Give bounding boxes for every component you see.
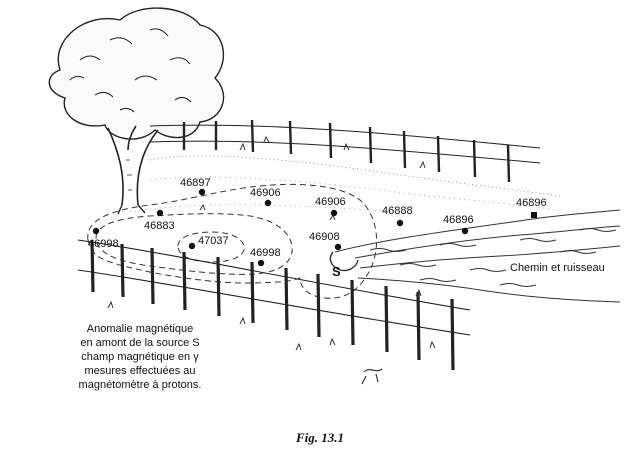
measurement-point	[92, 227, 100, 235]
measurement-value: 46883	[144, 220, 175, 232]
measurement-value: 46896	[443, 214, 474, 226]
measurement-point	[461, 227, 469, 235]
outer-contour	[87, 183, 378, 299]
source-label: S	[332, 264, 341, 279]
figure-label: Fig. 13.1	[295, 430, 345, 445]
measurement-point	[264, 199, 272, 207]
caption: Anomalie magnétique en amont de la sourc…	[40, 322, 240, 392]
measurement-points: 46897 46906 46906 46888 46896 46896 4688…	[88, 177, 547, 267]
measurement-value: 46888	[382, 205, 413, 217]
caption-line: mesures effectuées au	[84, 365, 196, 377]
back-fence	[149, 119, 541, 183]
caption-line: Anomalie magnétique	[86, 323, 194, 335]
measurement-point	[531, 212, 537, 218]
measurement-value: 46906	[315, 196, 346, 208]
front-fence	[77, 239, 471, 371]
measurement-point	[198, 188, 206, 196]
stream	[329, 209, 621, 303]
measurement-point	[156, 209, 164, 217]
measurement-value: 47037	[198, 235, 229, 247]
tree-illustration	[48, 7, 225, 215]
inner-contour	[95, 213, 293, 275]
measurement-value: 46998	[88, 238, 119, 250]
caption-line: magnétomètre à protons.	[78, 379, 202, 391]
measurement-value: 46897	[180, 177, 211, 189]
caption-line: en amont de la source S	[80, 337, 200, 349]
measurement-point	[334, 243, 342, 251]
measurement-point	[188, 242, 196, 250]
measurement-value: 46908	[309, 231, 340, 243]
caption-line: champ magnétique en γ	[81, 351, 199, 363]
measurement-value: 46906	[250, 187, 281, 199]
measurement-point	[257, 259, 265, 267]
measurement-value: 46896	[516, 197, 547, 209]
measurement-value: 46998	[250, 247, 281, 259]
measurement-point	[330, 209, 338, 217]
measurement-point	[396, 219, 404, 227]
stream-label: Chemin et ruisseau	[510, 262, 605, 274]
grass-tufts	[107, 135, 436, 385]
